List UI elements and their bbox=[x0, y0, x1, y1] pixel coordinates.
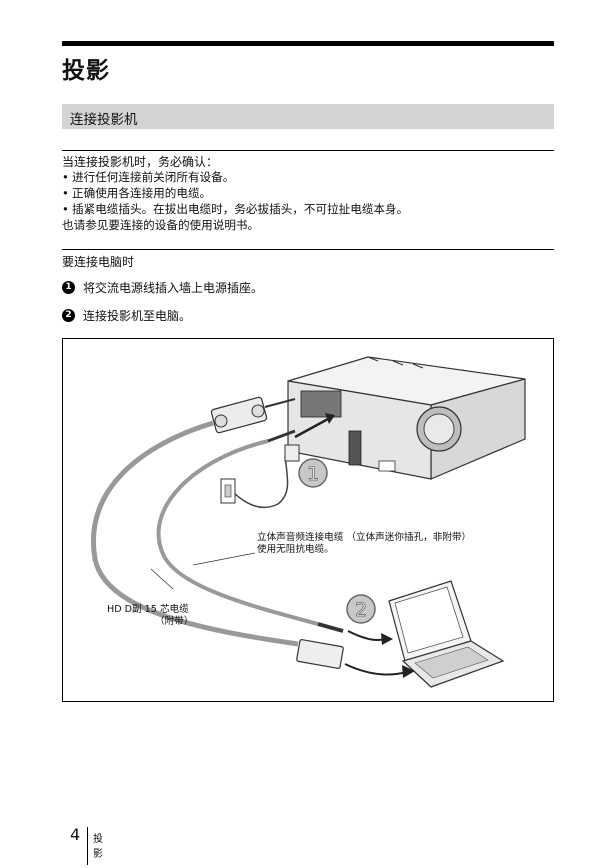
power-cord bbox=[234, 456, 289, 509]
hd-cable-label: HD D副 15 芯电缆 bbox=[107, 604, 189, 615]
dsub-plug-icon bbox=[296, 639, 344, 669]
procedure-top-rule bbox=[62, 249, 554, 250]
audio-plug-icon bbox=[317, 622, 344, 633]
step-number-2-icon: 2 bbox=[62, 309, 75, 322]
footer-chapter-label: 投影 bbox=[93, 834, 103, 860]
bullet-icon: • bbox=[62, 186, 69, 200]
svg-text:2: 2 bbox=[355, 599, 367, 621]
page-number: 4 bbox=[70, 825, 81, 844]
precaution-list: •进行任何连接前关闭所有设备。 •正确使用各连接用的电缆。 •插紧电缆插头。在拔… bbox=[62, 169, 408, 217]
bullet-icon: • bbox=[62, 170, 69, 184]
note-reference-text: 也请参见要连接的设备的使用说明书。 bbox=[62, 218, 260, 232]
note-top-rule bbox=[62, 150, 554, 151]
step-1-text: 将交流电源线插入墙上电源插座。 bbox=[83, 281, 264, 295]
chapter-top-rule bbox=[62, 41, 554, 46]
audio-cable bbox=[156, 439, 319, 626]
list-item: •插紧电缆插头。在拔出电缆时，务必拔插头，不可拉扯电缆本身。 bbox=[62, 202, 409, 216]
chapter-title: 投影 bbox=[62, 58, 110, 84]
power-plug-icon bbox=[284, 444, 300, 462]
laptop-icon bbox=[388, 580, 505, 688]
audio-cable-label: 立体声音频连接电缆 （立体声迷你插孔，非附带） bbox=[257, 532, 472, 543]
vga-connector-icon bbox=[210, 396, 296, 434]
audio-cable-leader bbox=[192, 552, 256, 566]
footer-divider bbox=[87, 827, 88, 865]
hd-cable-note: （附带） bbox=[155, 616, 194, 627]
procedure-heading: 要连接电脑时 bbox=[62, 255, 135, 269]
list-item: •进行任何连接前关闭所有设备。 bbox=[62, 170, 235, 184]
connection-illustration: 1 2 立体声音频连接电缆 （立体声迷你插孔，非附带） 使用无阻抗电缆。 HD bbox=[62, 338, 554, 702]
callout-2-icon: 2 bbox=[346, 594, 376, 624]
step-2-text: 连接投影机至电脑。 bbox=[83, 309, 192, 323]
section-header-bar: 连接投影机 bbox=[62, 104, 554, 129]
hd-cable-leader bbox=[150, 568, 174, 590]
bullet-icon: • bbox=[62, 202, 69, 216]
step-1: 1 将交流电源线插入墙上电源插座。 bbox=[62, 279, 263, 296]
callout-1-icon: 1 bbox=[298, 458, 328, 488]
hd-dsub-cable bbox=[91, 420, 299, 647]
step-2: 2 连接投影机至电脑。 bbox=[62, 307, 191, 324]
section-title: 连接投影机 bbox=[70, 112, 138, 128]
projector-icon bbox=[287, 356, 526, 480]
note-heading: 当连接投影机时，务必确认： bbox=[62, 155, 219, 169]
audio-cable-note: 使用无阻抗电缆。 bbox=[257, 544, 334, 555]
svg-text:1: 1 bbox=[307, 463, 319, 485]
wall-outlet-icon bbox=[220, 478, 236, 504]
step-number-1-icon: 1 bbox=[62, 281, 75, 294]
list-item: •正确使用各连接用的电缆。 bbox=[62, 186, 212, 200]
connection-diagram: 1 2 bbox=[91, 356, 526, 688]
